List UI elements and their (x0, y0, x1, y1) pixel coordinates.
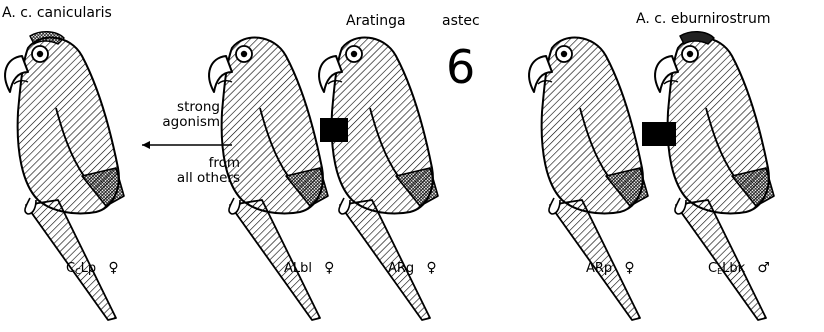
parrot-arg (319, 38, 438, 320)
bird-id-celbk: CELbk ♂ (708, 261, 770, 276)
bird-id-albl: ALbl ♀ (284, 261, 334, 275)
female-symbol: ♀ (426, 260, 436, 276)
right-title: A. c. eburnirostrum (636, 12, 771, 26)
center-title-b: astec (442, 14, 480, 28)
pair-bond-bar (320, 118, 348, 142)
id-rest: Lbk (722, 261, 745, 276)
pair-bond-bar-2 (642, 122, 676, 146)
figure-number: 6 (446, 44, 475, 90)
id-main: C (708, 261, 717, 276)
bird-id-arp: ARp ♀ (586, 261, 635, 275)
male-symbol: ♂ (757, 260, 770, 276)
arrow-head (142, 141, 150, 149)
female-symbol: ♀ (324, 260, 334, 276)
id-main: ALbl (284, 261, 312, 276)
parrot-canicularis (5, 38, 124, 320)
center-title-a: Aratinga (346, 14, 406, 28)
bird-id-arg: ARg ♀ (388, 261, 437, 275)
arrow-text-others: from all others (150, 156, 240, 186)
id-main: C (66, 261, 75, 276)
id-rest: Lp (81, 261, 97, 276)
left-title: A. c. canicularis (2, 6, 112, 20)
bird-id-cclp: CCLp ♀ (66, 261, 119, 276)
parrot-arp (529, 38, 648, 320)
id-main: ARg (388, 261, 414, 276)
arrow-text-agonism: strong agonism (150, 100, 220, 130)
id-main: ARp (586, 261, 612, 276)
parrot-celbk (655, 38, 774, 320)
female-symbol: ♀ (108, 260, 118, 276)
female-symbol: ♀ (624, 260, 634, 276)
